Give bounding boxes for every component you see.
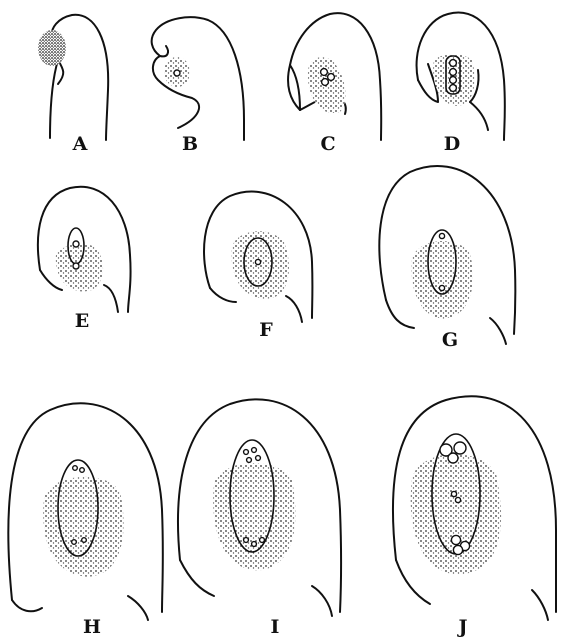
panel-g: G <box>379 166 515 351</box>
panel-a: A <box>38 15 108 155</box>
panel-c: C <box>288 13 381 155</box>
panel-label-d: D <box>444 133 460 155</box>
panel-e: E <box>38 187 131 332</box>
panel-label-i: I <box>271 616 280 638</box>
panel-label-j: J <box>457 616 468 638</box>
panel-label-h: H <box>83 616 101 638</box>
panel-b: B <box>152 17 244 155</box>
panel-label-b: B <box>182 133 198 155</box>
panel-h: H <box>8 403 163 638</box>
panel-j: J <box>393 396 556 638</box>
panel-label-f: F <box>259 319 273 341</box>
panel-label-e: E <box>75 310 89 332</box>
panel-i: I <box>178 399 341 638</box>
panel-f: F <box>204 192 312 341</box>
panel-label-c: C <box>320 133 335 155</box>
panel-label-g: G <box>442 329 458 351</box>
panel-label-a: A <box>72 133 88 155</box>
panel-d: D <box>417 12 505 155</box>
